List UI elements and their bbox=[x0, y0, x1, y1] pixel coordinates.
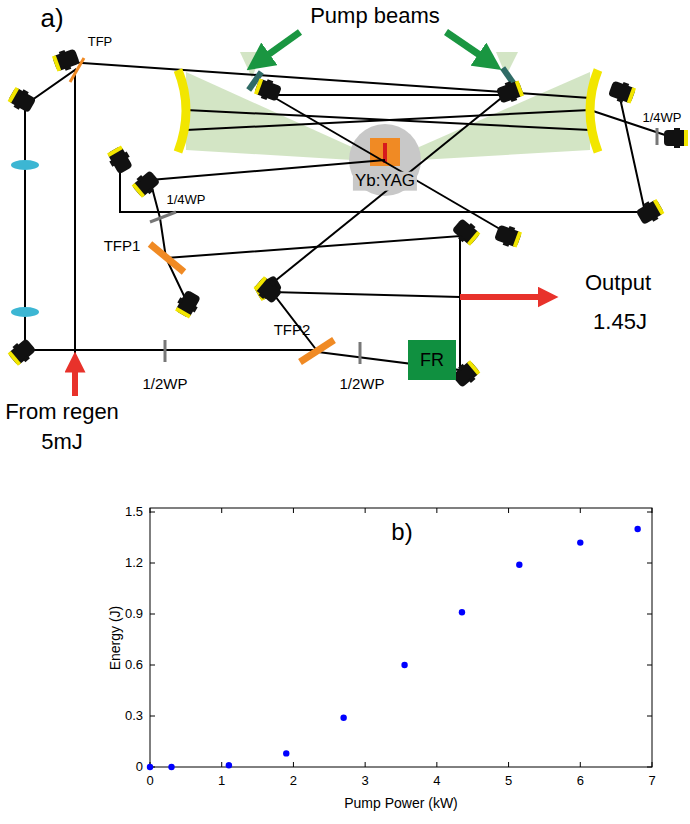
part-label: 1.45J bbox=[593, 310, 647, 334]
curved-mirror bbox=[590, 70, 598, 152]
tick-label: 1.2 bbox=[125, 556, 143, 570]
pump-arrow bbox=[446, 32, 490, 62]
node-text: FR bbox=[420, 350, 444, 371]
part-label: TFP1 bbox=[104, 238, 141, 255]
part-label: Pump beams bbox=[310, 4, 440, 28]
tick-label: 3 bbox=[362, 774, 369, 788]
output-arrow bbox=[460, 294, 548, 300]
tick-label: 0.9 bbox=[125, 607, 143, 621]
pump-arrow bbox=[258, 32, 300, 62]
beam-path bbox=[25, 62, 665, 392]
axis-title: Energy (J) bbox=[108, 606, 123, 671]
part-label: Output bbox=[585, 271, 651, 295]
tick-label: 0 bbox=[146, 774, 153, 788]
tick-label: 0 bbox=[136, 760, 143, 774]
part-label: TFP2 bbox=[274, 322, 311, 339]
plot-frame bbox=[150, 508, 652, 767]
part-label: a) bbox=[40, 4, 63, 33]
input-arrow bbox=[72, 362, 78, 396]
mirror-mount bbox=[6, 46, 688, 389]
part-label: b) bbox=[391, 519, 412, 545]
data-points bbox=[147, 526, 641, 770]
lens bbox=[11, 160, 39, 170]
curved-mirror bbox=[178, 70, 186, 152]
tick-label: 2 bbox=[290, 774, 297, 788]
part-label: TFP bbox=[88, 35, 113, 49]
tick-label: 4 bbox=[433, 774, 440, 788]
axis-ticks bbox=[150, 508, 652, 767]
tfp bbox=[300, 340, 334, 362]
part-label: 1/4WP bbox=[642, 111, 681, 125]
tick-label: 5 bbox=[505, 774, 512, 788]
part-label: 1/2WP bbox=[339, 376, 384, 393]
part-label: From regen bbox=[5, 400, 119, 424]
lens bbox=[11, 307, 39, 317]
tick-label: 1 bbox=[218, 774, 225, 788]
part-label: Yb:YAG bbox=[353, 172, 417, 191]
waveplate bbox=[150, 128, 657, 364]
tick-label: 6 bbox=[577, 774, 584, 788]
part-label: 5mJ bbox=[41, 430, 83, 454]
tick-label: 0.6 bbox=[125, 658, 143, 672]
tick-label: 7 bbox=[648, 774, 655, 788]
part-label: 1/2WP bbox=[142, 376, 187, 393]
tfp bbox=[150, 244, 184, 272]
faraday-rotator: FR bbox=[408, 340, 456, 380]
tick-label: 1.5 bbox=[125, 505, 143, 519]
axis-title: Pump Power (kW) bbox=[344, 796, 458, 811]
part-label: 1/4WP bbox=[166, 193, 205, 207]
tick-label: 0.3 bbox=[125, 709, 143, 723]
